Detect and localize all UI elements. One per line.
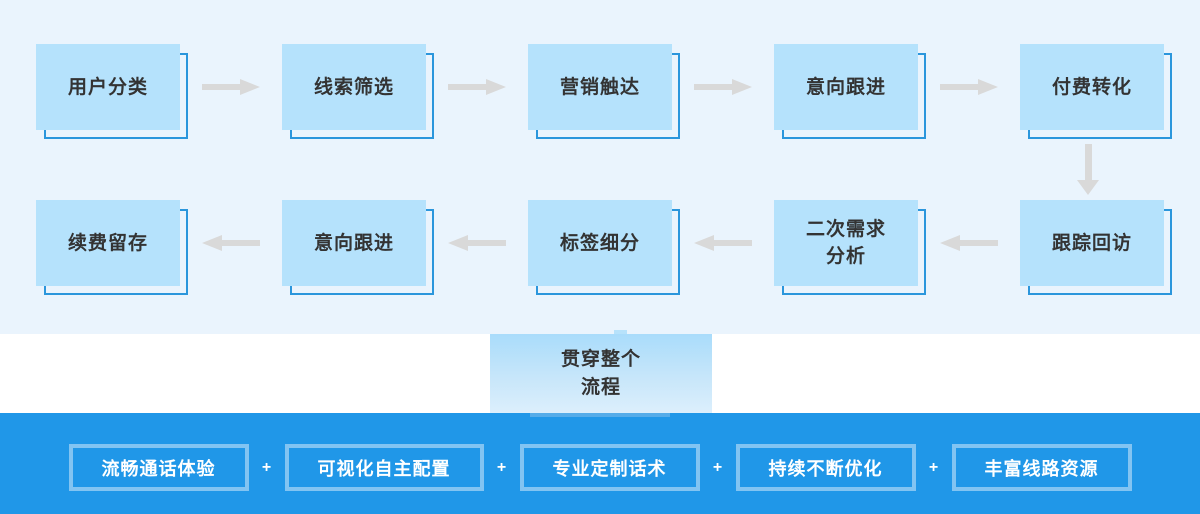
flow-step-intention-followup-1: 意向跟进 xyxy=(774,44,926,139)
arrow-left-icon xyxy=(202,235,260,251)
flow-step-renewal-retention: 续费留存 xyxy=(36,200,188,295)
arrow-head xyxy=(694,235,714,251)
arrow-left-icon xyxy=(940,235,998,251)
flow-step-label: 用户分类 xyxy=(67,76,148,98)
flow-step-marketing-reach: 营销触达 xyxy=(528,44,680,139)
box-fill: 意向跟进 xyxy=(282,200,426,286)
feature-label: 可视化自主配置 xyxy=(317,458,451,479)
arrow-down-icon xyxy=(1077,144,1099,195)
box-fill: 线索筛选 xyxy=(282,44,426,130)
plus-separator: + xyxy=(928,458,939,476)
flow-step-label: 跟踪回访 xyxy=(1051,232,1132,254)
feature-smooth-call-experience: 流畅通话体验 xyxy=(68,444,249,491)
feature-visual-self-configuration: 可视化自主配置 xyxy=(284,444,484,491)
feature-label: 流畅通话体验 xyxy=(101,458,216,479)
arrow-head xyxy=(202,235,222,251)
flow-step-tag-segmentation: 标签细分 xyxy=(528,200,680,295)
feature-label: 丰富线路资源 xyxy=(984,458,1099,479)
arrow-head xyxy=(732,79,752,95)
flow-step-follow-up-visit: 跟踪回访 xyxy=(1020,200,1172,295)
box-fill: 用户分类 xyxy=(36,44,180,130)
arrow-left-icon xyxy=(694,235,752,251)
arrow-shaft xyxy=(714,240,752,246)
arrow-head xyxy=(486,79,506,95)
box-fill: 续费留存 xyxy=(36,200,180,286)
arrow-head xyxy=(1077,180,1099,195)
feature-banner: 流畅通话体验 + 可视化自主配置 + 专业定制话术 + 持续不断优化 + 丰富线… xyxy=(0,413,1200,514)
feature-label: 专业定制话术 xyxy=(552,458,667,479)
flow-step-label: 营销触达 xyxy=(559,76,640,98)
box-fill: 跟踪回访 xyxy=(1020,200,1164,286)
bridge-bottom-connector xyxy=(530,413,670,417)
arrow-right-icon xyxy=(694,79,752,95)
flow-step-label: 二次需求 分析 xyxy=(805,219,886,267)
feature-professional-custom-scripts: 专业定制话术 xyxy=(519,444,700,491)
flow-step-label: 付费转化 xyxy=(1051,76,1132,98)
bridge-top-notch xyxy=(614,330,627,334)
flow-step-intention-followup-2: 意向跟进 xyxy=(282,200,434,295)
arrow-shaft xyxy=(448,84,486,90)
feature-banner-items: 流畅通话体验 + 可视化自主配置 + 专业定制话术 + 持续不断优化 + 丰富线… xyxy=(68,444,1132,491)
flow-step-label: 标签细分 xyxy=(559,232,640,254)
flow-step-user-classification: 用户分类 xyxy=(36,44,188,139)
arrow-head xyxy=(978,79,998,95)
flow-step-label: 意向跟进 xyxy=(313,232,394,254)
box-fill: 意向跟进 xyxy=(774,44,918,130)
plus-separator: + xyxy=(712,458,723,476)
arrow-shaft xyxy=(960,240,998,246)
arrow-head xyxy=(240,79,260,95)
plus-separator: + xyxy=(261,458,272,476)
bridge-label: 贯穿整个 流程 xyxy=(560,348,641,398)
bridge-whole-process: 贯穿整个 流程 xyxy=(490,330,712,417)
arrow-shaft xyxy=(222,240,260,246)
arrow-head xyxy=(940,235,960,251)
feature-continuous-optimization: 持续不断优化 xyxy=(735,444,916,491)
arrow-right-icon xyxy=(202,79,260,95)
flow-step-label: 意向跟进 xyxy=(805,76,886,98)
arrow-shaft xyxy=(468,240,506,246)
feature-label: 持续不断优化 xyxy=(768,458,883,479)
arrow-shaft xyxy=(694,84,732,90)
flow-step-lead-screening: 线索筛选 xyxy=(282,44,434,139)
arrow-head xyxy=(448,235,468,251)
box-fill: 付费转化 xyxy=(1020,44,1164,130)
arrow-right-icon xyxy=(448,79,506,95)
flow-step-label: 线索筛选 xyxy=(313,76,394,98)
flow-step-label: 续费留存 xyxy=(67,232,148,254)
box-fill: 标签细分 xyxy=(528,200,672,286)
arrow-shaft xyxy=(1084,144,1092,180)
flow-step-paid-conversion: 付费转化 xyxy=(1020,44,1172,139)
arrow-right-icon xyxy=(940,79,998,95)
feature-rich-line-resources: 丰富线路资源 xyxy=(951,444,1132,491)
box-fill: 营销触达 xyxy=(528,44,672,130)
arrow-shaft xyxy=(940,84,978,90)
arrow-left-icon xyxy=(448,235,506,251)
arrow-shaft xyxy=(202,84,240,90)
box-fill: 二次需求 分析 xyxy=(774,200,918,286)
flow-step-secondary-demand-analysis: 二次需求 分析 xyxy=(774,200,926,295)
plus-separator: + xyxy=(496,458,507,476)
